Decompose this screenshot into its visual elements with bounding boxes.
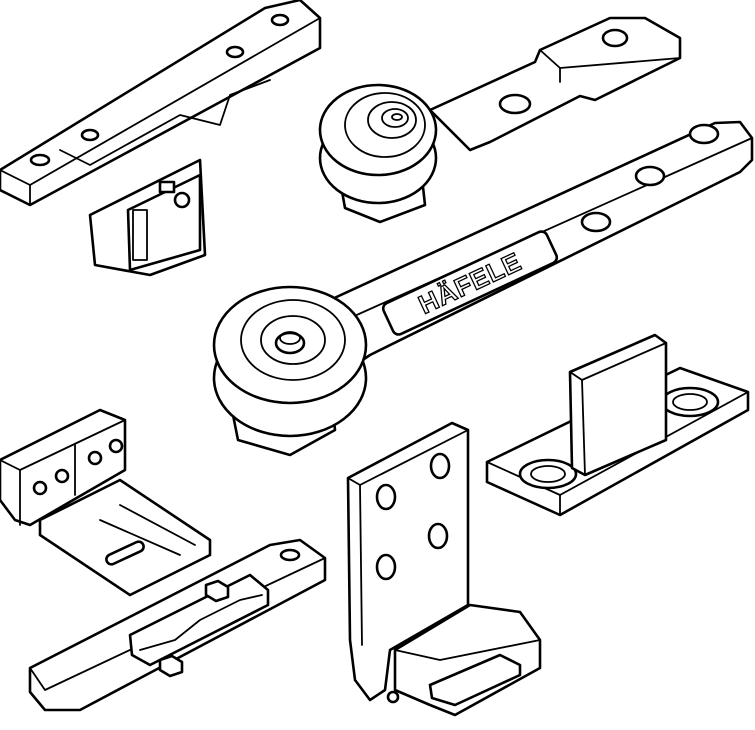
top-roller-arm (318, 16, 682, 224)
bolt-plate (28, 538, 327, 712)
main-roller-arm: HÄFELE (212, 120, 754, 457)
top-track-bracket (0, 0, 322, 277)
clamp-plate (0, 408, 212, 597)
floor-guide (485, 333, 750, 517)
angle-bracket (346, 421, 542, 717)
